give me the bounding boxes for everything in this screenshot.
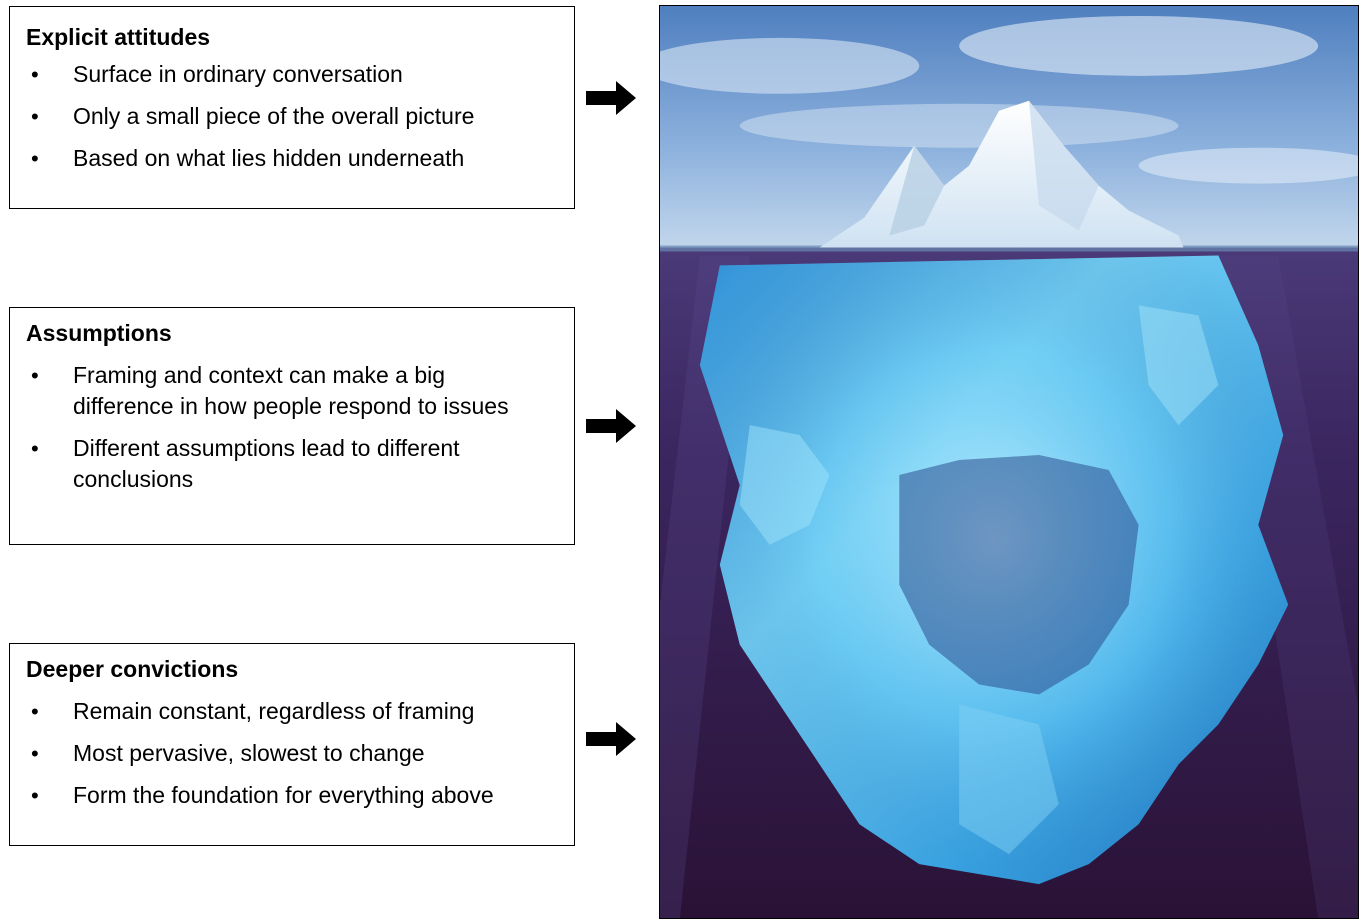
arrow-right-icon [586, 81, 636, 115]
deeper-convictions-box: Deeper convictions • Remain constant, re… [9, 643, 575, 846]
bullet-icon: • [31, 699, 39, 724]
assumptions-list: • Framing and context can make a big dif… [26, 360, 534, 506]
assumptions-box: Assumptions • Framing and context can ma… [9, 307, 575, 545]
bullet-icon: • [31, 146, 39, 171]
list-item-text: Framing and context can make a big diffe… [73, 362, 509, 419]
list-item: • Based on what lies hidden underneath [26, 143, 566, 174]
arrow-right-icon [586, 409, 636, 443]
list-item: • Form the foundation for everything abo… [26, 780, 566, 811]
list-item-text: Different assumptions lead to different … [73, 435, 460, 492]
list-item: • Only a small piece of the overall pict… [26, 101, 566, 132]
assumptions-title: Assumptions [26, 320, 172, 346]
list-item: • Remain constant, regardless of framing [26, 696, 566, 727]
explicit-attitudes-title: Explicit attitudes [26, 24, 211, 50]
list-item: • Framing and context can make a big dif… [26, 360, 534, 422]
explicit-attitudes-list: • Surface in ordinary conversation • Onl… [26, 59, 566, 185]
list-item-text: Remain constant, regardless of framing [73, 698, 475, 724]
list-item-text: Surface in ordinary conversation [73, 61, 403, 87]
explicit-attitudes-box: Explicit attitudes • Surface in ordinary… [9, 6, 575, 209]
list-item: • Most pervasive, slowest to change [26, 738, 566, 769]
bullet-icon: • [31, 363, 39, 388]
bullet-icon: • [31, 436, 39, 461]
bullet-icon: • [31, 783, 39, 808]
list-item-text: Form the foundation for everything above [73, 782, 494, 808]
list-item-text: Most pervasive, slowest to change [73, 740, 425, 766]
deeper-convictions-title: Deeper convictions [26, 656, 239, 682]
list-item-text: Only a small piece of the overall pictur… [73, 103, 475, 129]
deeper-convictions-list: • Remain constant, regardless of framing… [26, 696, 566, 822]
bullet-icon: • [31, 62, 39, 87]
bullet-icon: • [31, 741, 39, 766]
list-item: • Surface in ordinary conversation [26, 59, 566, 90]
bullet-icon: • [31, 104, 39, 129]
list-item: • Different assumptions lead to differen… [26, 433, 534, 495]
iceberg-image [659, 5, 1359, 919]
list-item-text: Based on what lies hidden underneath [73, 145, 465, 171]
arrow-right-icon [586, 722, 636, 756]
